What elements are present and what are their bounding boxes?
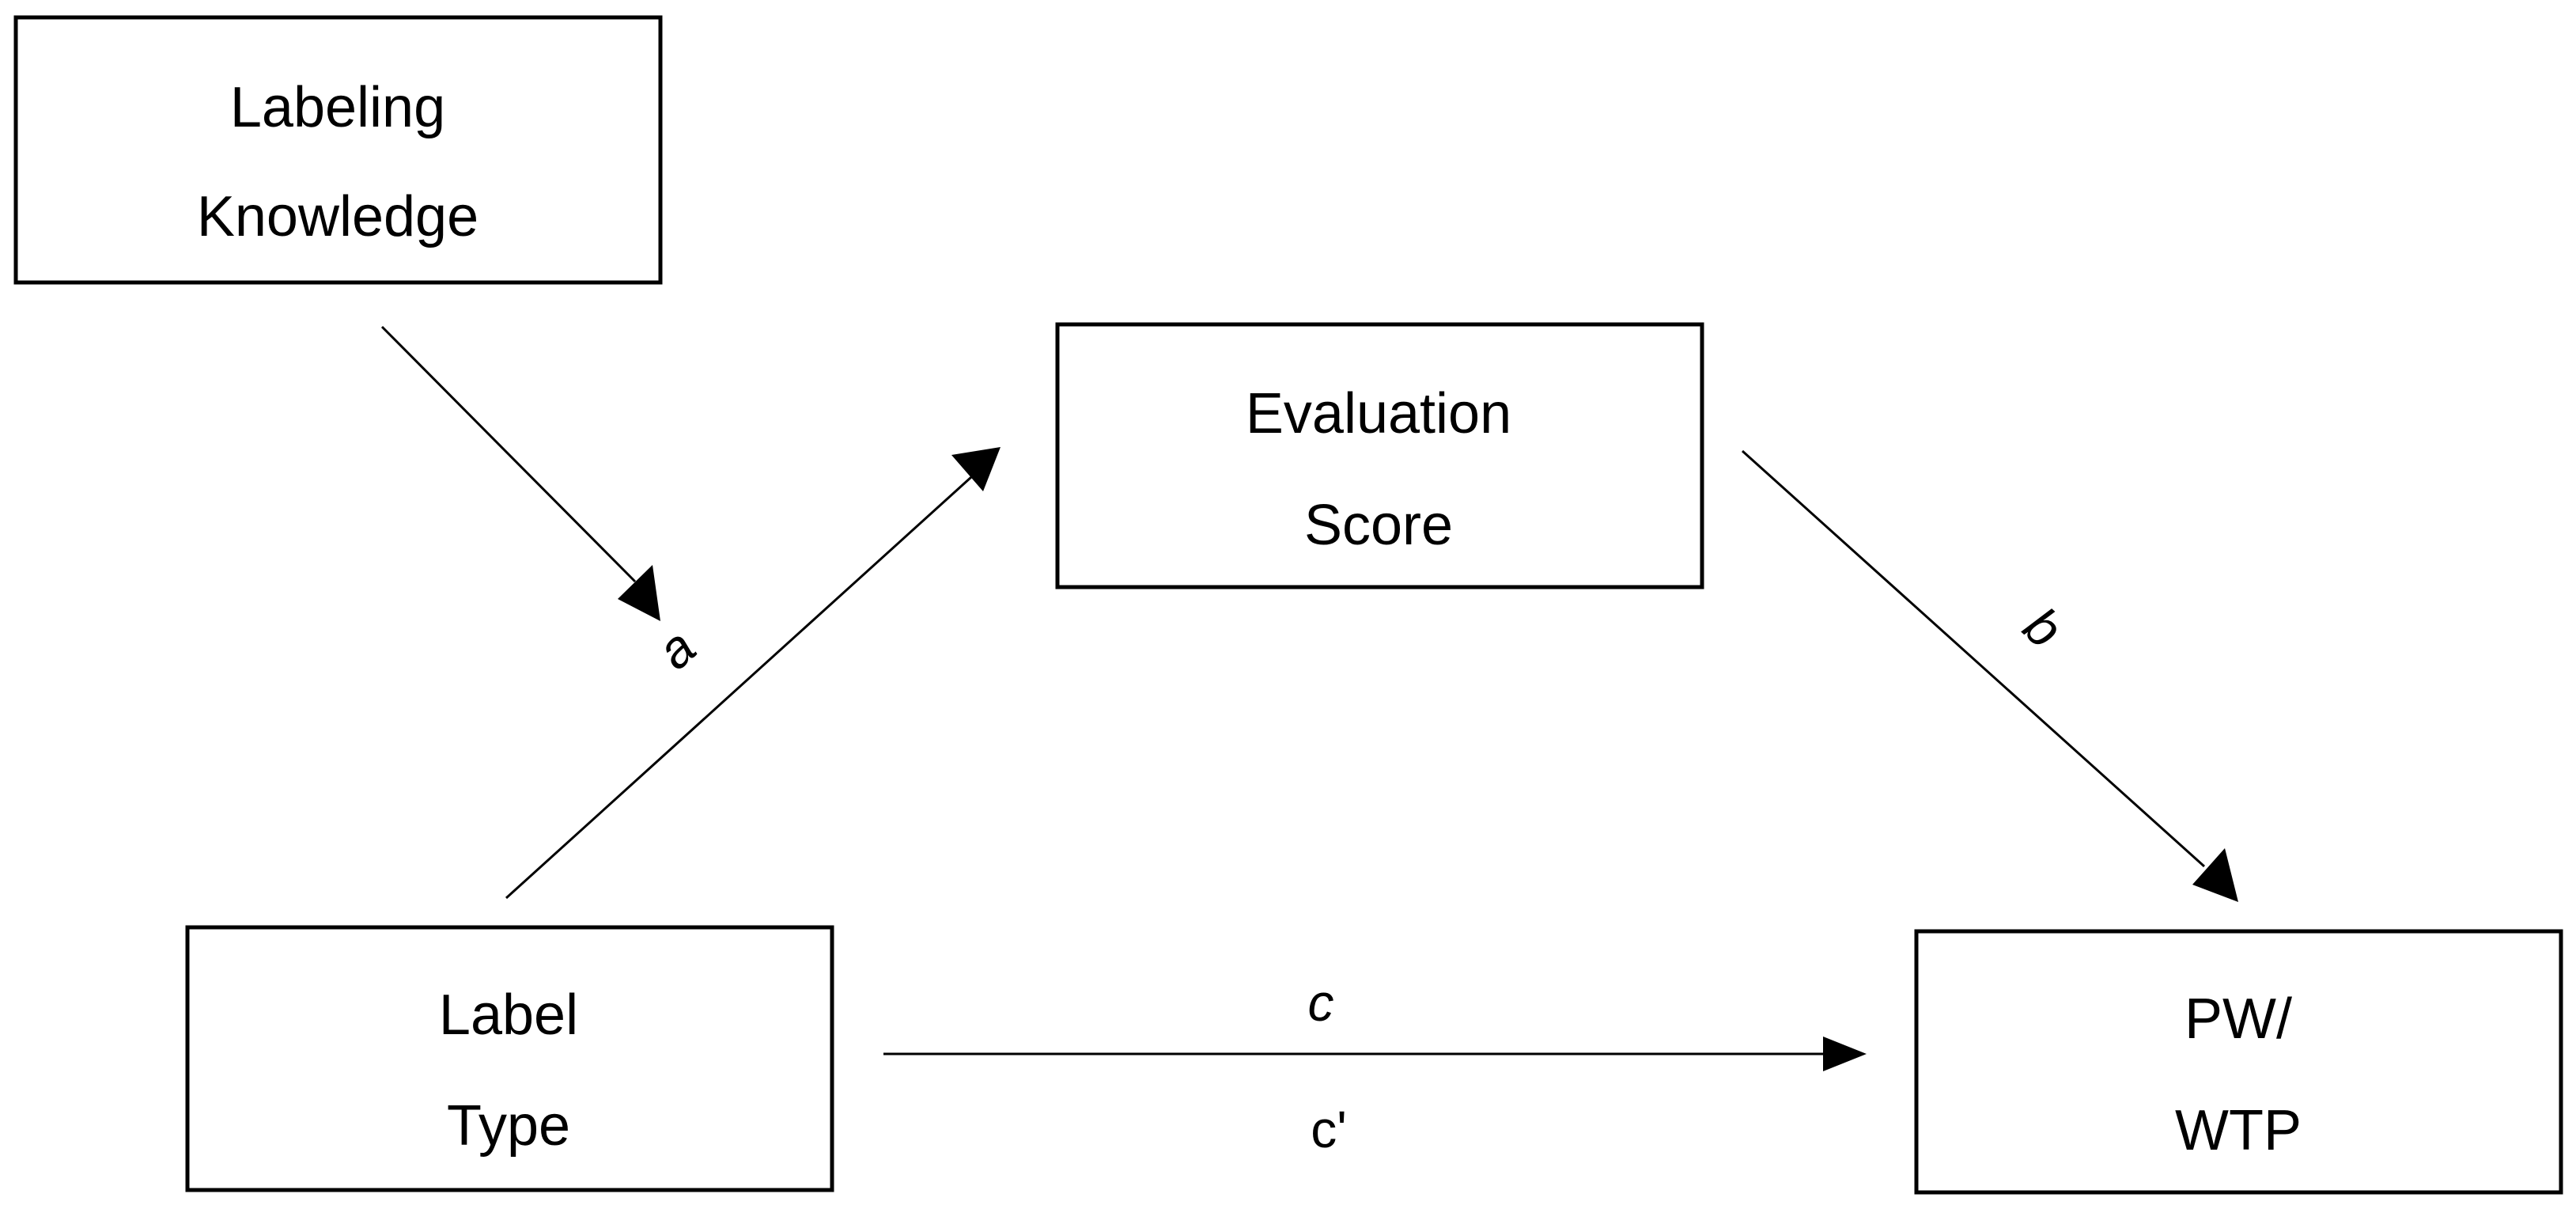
edge-moderation-line (380, 325, 637, 583)
edge-c-arrowhead (1823, 1037, 1867, 1071)
node-evaluation-score-box (1055, 322, 1704, 589)
edge-label-type-to-evaluation-score (505, 447, 1001, 900)
edge-label-type-to-pw-wtp (883, 1037, 1867, 1071)
node-evaluation-score: Evaluation Score (1055, 322, 1704, 589)
node-labeling-knowledge-line1: Labeling (230, 76, 445, 139)
node-labeling-knowledge-box (13, 15, 663, 285)
node-evaluation-score-line1: Evaluation (1246, 382, 1511, 445)
node-label-type: Label Type (185, 925, 834, 1192)
edge-a-line (505, 476, 973, 900)
node-label-type-line1: Label (439, 983, 578, 1047)
path-label-b: b (2013, 596, 2074, 659)
node-pw-wtp: PW/ WTP (1914, 929, 2563, 1195)
path-label-c: c (1308, 973, 1334, 1032)
edge-moderation-arrow (380, 325, 660, 621)
node-pw-wtp-line2: WTP (2175, 1099, 2302, 1162)
path-label-a: a (645, 617, 706, 680)
node-labeling-knowledge-line2: Knowledge (197, 185, 479, 248)
node-label-type-line2: Type (447, 1094, 570, 1158)
node-labeling-knowledge: Labeling Knowledge (13, 15, 663, 285)
node-evaluation-score-line2: Score (1304, 494, 1453, 557)
node-label-type-box (185, 925, 834, 1192)
path-label-c-prime: c' (1311, 1100, 1347, 1158)
edge-b-arrowhead (2192, 848, 2238, 902)
node-pw-wtp-box (1914, 929, 2563, 1195)
node-pw-wtp-line1: PW/ (2184, 987, 2292, 1051)
edge-a-arrowhead (951, 447, 1001, 491)
edge-moderation-arrowhead (618, 565, 660, 621)
edge-evaluation-score-to-pw-wtp (1741, 449, 2238, 902)
edge-b-line (1741, 449, 2206, 868)
